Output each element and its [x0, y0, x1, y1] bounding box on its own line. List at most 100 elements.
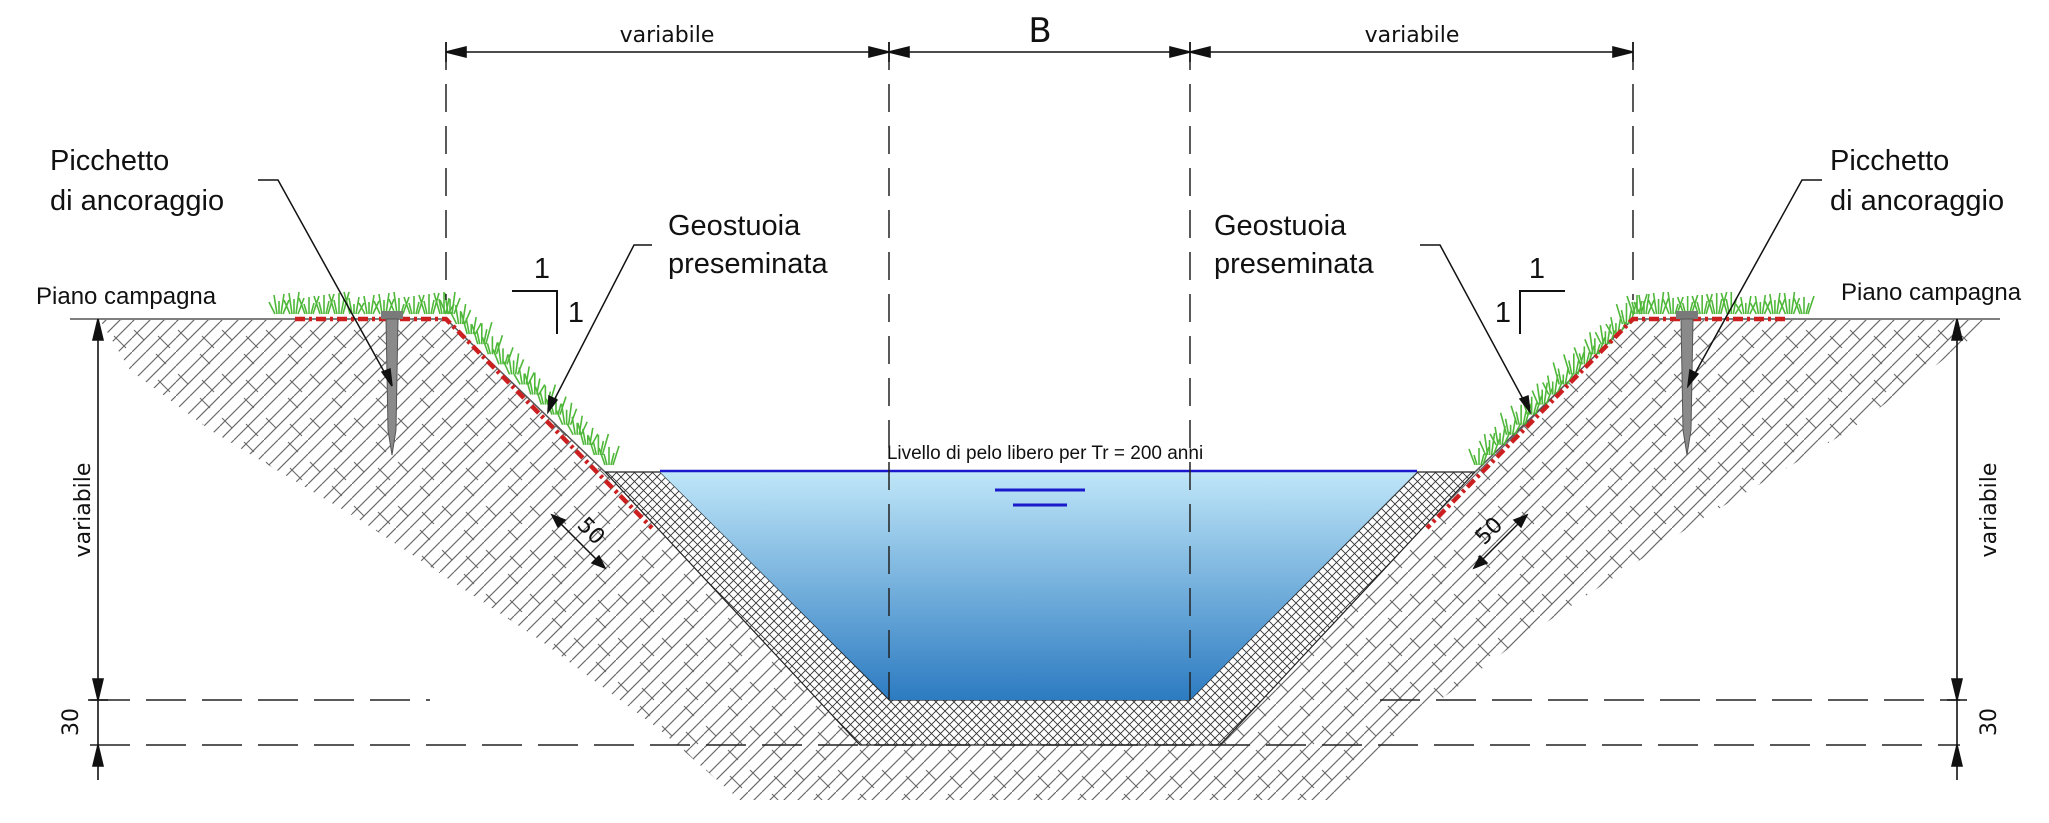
grass-blade — [560, 403, 566, 425]
grass-blade — [582, 428, 587, 446]
grass-blade — [295, 291, 300, 315]
grass-blade — [534, 386, 543, 405]
label-geostuoia-right-2: preseminata — [1214, 248, 1374, 280]
right-dimension-line — [1947, 318, 1967, 780]
grass-blade — [1510, 405, 1518, 425]
grass-blade — [1504, 418, 1510, 435]
grass-blade — [313, 295, 321, 315]
grass-blade — [1747, 295, 1752, 315]
grass-blade — [591, 433, 599, 446]
grass-blade — [1620, 309, 1626, 325]
grass-blade — [1482, 446, 1490, 466]
grass-blade — [1626, 295, 1634, 315]
grass-blade — [1647, 299, 1656, 315]
grass-blade — [268, 301, 276, 315]
grass-blade — [1483, 433, 1489, 456]
grass-blade — [1710, 299, 1716, 315]
grass-blade — [1720, 292, 1729, 315]
water-level-label: Livello di pelo libero per Tr = 200 anni — [887, 443, 1203, 464]
grass-blade — [454, 304, 460, 325]
grass-blade — [492, 349, 500, 365]
leader-lines — [258, 179, 1822, 415]
grass-blade — [1489, 433, 1497, 446]
grass-blade — [1515, 411, 1520, 425]
grass-blade — [463, 309, 472, 325]
grass-blade — [481, 337, 490, 355]
grass-blade — [1764, 300, 1772, 315]
grass-blade — [1594, 331, 1603, 345]
grass-blade — [1805, 302, 1810, 315]
grass-blade — [1503, 431, 1511, 446]
grass-blade — [1769, 293, 1774, 315]
grass-blade — [355, 296, 360, 315]
top-dimension-line — [445, 42, 1634, 62]
grass-blade — [1761, 294, 1767, 315]
grass-blade — [453, 297, 461, 315]
grass-blade — [403, 296, 411, 315]
grass-blade — [1735, 303, 1743, 315]
grass-blade — [578, 415, 583, 435]
grass-blade — [460, 311, 468, 335]
slope-left-h: 1 — [534, 253, 550, 285]
grass-blade — [598, 447, 606, 466]
grass-blade — [273, 294, 278, 315]
geo-thickness-dim-right — [1472, 513, 1529, 570]
grass-blade — [1563, 354, 1571, 375]
grass-blade — [372, 300, 380, 315]
grass-blade — [1631, 301, 1636, 315]
grass-blade — [1662, 298, 1670, 315]
grass-blade — [432, 292, 440, 315]
grass-blade — [358, 302, 366, 315]
grass-blade — [1568, 360, 1573, 375]
grass-blade — [471, 323, 479, 345]
label-geostuoia-left-1: Geostuoia — [668, 210, 801, 242]
slope-right-v: 1 — [1495, 297, 1511, 329]
grass-blade — [465, 317, 470, 335]
grass-blade — [1545, 388, 1553, 405]
lining-bottom-lines — [90, 699, 1960, 746]
geotextile-left — [295, 316, 654, 530]
dim-height-left: variabile — [71, 463, 96, 558]
grass-blade — [514, 353, 520, 375]
grass-blade — [1793, 297, 1801, 315]
grass-blade — [1705, 293, 1714, 315]
grass-blade — [282, 299, 290, 315]
label-geostuoia-right-1: Geostuoia — [1214, 210, 1347, 242]
grass-blade — [1659, 291, 1665, 315]
grass-blade — [297, 297, 305, 315]
dim-lining-left: 30 — [59, 708, 84, 736]
grass-blade — [451, 291, 456, 315]
grass-blade — [310, 302, 315, 315]
grass-blade — [497, 342, 502, 365]
grass-blade — [423, 300, 428, 315]
grass-blade — [1703, 300, 1708, 315]
grass-blade — [1552, 362, 1561, 385]
grass-blade — [1494, 426, 1499, 445]
label-geostuoia-left-2: preseminata — [668, 248, 828, 280]
grass-blade — [1546, 375, 1552, 395]
grass-blade — [1776, 292, 1781, 315]
grass-blade — [1513, 423, 1522, 436]
grass-blade — [433, 292, 441, 315]
grass-blade — [1598, 337, 1606, 355]
grass-blade — [513, 374, 521, 385]
dim-height-right: variabile — [1977, 463, 2002, 558]
grass-blade — [363, 295, 368, 315]
grass-blade — [1566, 373, 1574, 385]
grass-blade — [283, 299, 291, 315]
grass-blade — [474, 322, 482, 335]
grass-blade — [430, 299, 435, 315]
grass-blade — [438, 298, 443, 315]
grass-blade — [1778, 299, 1787, 315]
construction-lines — [445, 42, 1634, 700]
grass-blade — [539, 392, 545, 405]
grass-blade — [280, 293, 285, 315]
grass-blade — [1543, 382, 1548, 405]
grass-blade — [1667, 291, 1672, 315]
grass-blade — [577, 422, 585, 446]
dim-top-right: variabile — [1365, 23, 1460, 48]
grass-blade — [1542, 382, 1550, 395]
grass-blade — [343, 291, 351, 315]
grass-blade — [303, 303, 308, 315]
grass-blade — [495, 335, 504, 355]
